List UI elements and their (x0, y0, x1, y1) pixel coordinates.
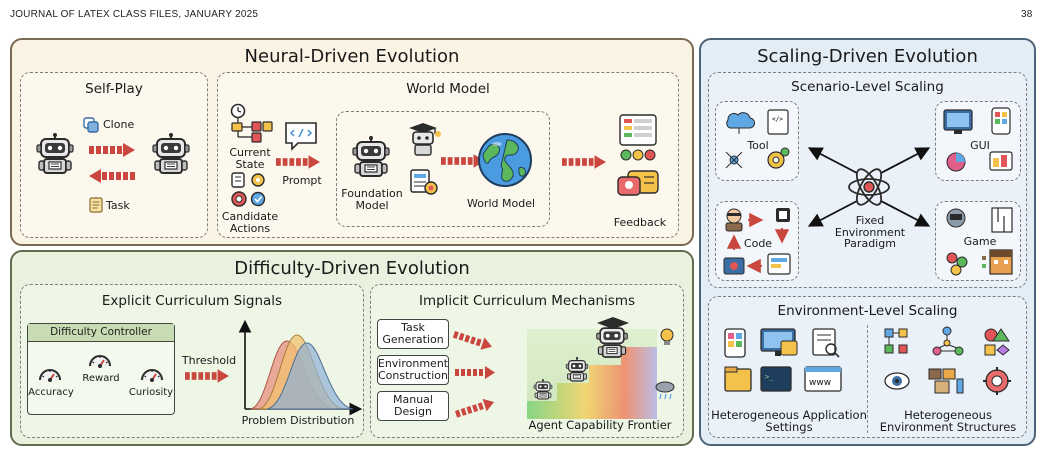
robot-clone-icon (151, 133, 191, 177)
current-state-label: Current State (229, 146, 271, 171)
feedback-label: Feedback (613, 216, 667, 229)
game-box: Game (935, 201, 1021, 281)
problem-distribution-plot (238, 319, 363, 416)
difficulty-controller-box: Difficulty Controller Accuracy Reward Cu… (27, 323, 175, 415)
scaling-driven-panel: Scaling-Driven Evolution Scenario-Level … (699, 38, 1036, 446)
fixed-environment-label: Fixed Environment Paradigm (834, 214, 906, 251)
application-settings-label: Heterogeneous Application Settings (711, 408, 867, 435)
agent-frontier-label: Agent Capability Frontier (528, 418, 672, 432)
explicit-curriculum-box: Explicit Curriculum Signals Difficulty C… (20, 284, 364, 438)
neural-driven-panel: Neural-Driven Evolution Self-Play Clone … (10, 38, 694, 246)
self-play-title: Self-Play (85, 81, 143, 97)
code-label: Code (743, 237, 773, 250)
world-model-inner-box: Foundation Model (336, 111, 550, 227)
environment-structures-label: Heterogeneous Environment Structures (879, 408, 1017, 435)
clone-label: Clone (103, 118, 135, 131)
gui-box: GUI (935, 101, 1021, 181)
difficulty-controller-title: Difficulty Controller (28, 324, 174, 342)
tool-label: Tool (747, 139, 769, 152)
reward-gauge-icon (88, 350, 112, 370)
world-model-label: World Model (466, 197, 536, 210)
scenario-level-box: Scenario-Level Scaling </> Tool (708, 72, 1027, 288)
code-icons (723, 208, 791, 275)
converging-arrows-icon (452, 331, 495, 418)
implicit-curriculum-box: Implicit Curriculum Mechanisms Task Gene… (370, 284, 684, 438)
svg-text:</>: </> (772, 116, 783, 123)
code-box: Code (715, 201, 799, 281)
gui-icons (943, 107, 1013, 172)
environment-divider (867, 325, 868, 433)
world-model-box: World Model Current State C (217, 72, 679, 238)
implicit-curriculum-title: Implicit Curriculum Mechanisms (418, 293, 635, 309)
journal-header: JOURNAL OF LATEX CLASS FILES, JANUARY 20… (10, 9, 259, 20)
robot-icon (35, 133, 75, 177)
manual-design-box: Manual Design (377, 391, 449, 421)
globe-icon (478, 133, 532, 187)
foundation-robot-icon (351, 136, 391, 180)
game-icons (946, 207, 1013, 276)
prompt-icon (285, 122, 317, 151)
neural-driven-title: Neural-Driven Evolution (244, 46, 460, 67)
prompt-label: Prompt (282, 174, 322, 187)
clone-icon (83, 117, 99, 133)
task-arrow-icon (87, 169, 137, 183)
feedback-arrow-icon (562, 155, 606, 169)
feedback-icon (617, 114, 659, 196)
curiosity-label: Curiosity (128, 387, 174, 398)
atom-icon (848, 168, 890, 206)
environment-level-title: Environment-Level Scaling (777, 303, 958, 319)
task-icon (89, 197, 103, 213)
atom-arrows-diagram (807, 147, 931, 227)
candidate-actions-label: Candidate Actions (221, 210, 279, 235)
svg-text:>_: >_ (765, 373, 774, 381)
task-label: Task (106, 199, 130, 212)
capability-frontier-illustration (527, 317, 675, 419)
game-label: Game (963, 235, 997, 248)
difficulty-driven-title: Difficulty-Driven Evolution (234, 258, 470, 279)
environment-construction-box: Environment Construction (377, 355, 449, 385)
application-settings-icons: >_ www (724, 328, 842, 392)
environment-level-box: Environment-Level Scaling >_ www Heterog… (708, 296, 1027, 438)
candidate-actions-icon (231, 172, 266, 207)
environment-structures-icons (884, 326, 1011, 395)
gui-label: GUI (970, 139, 990, 152)
page-number: 38 (1021, 9, 1033, 20)
prompt-arrow-icon (276, 155, 320, 169)
scenario-level-title: Scenario-Level Scaling (791, 79, 944, 95)
clone-arrow-icon (87, 143, 137, 157)
accuracy-gauge-icon (38, 364, 62, 384)
grad-robot-icon (409, 123, 441, 195)
self-play-box: Self-Play Clone Task (20, 72, 208, 238)
problem-distribution-label: Problem Distribution (241, 414, 355, 427)
curiosity-gauge-icon (140, 364, 164, 384)
task-generation-box: Task Generation (377, 319, 449, 349)
threshold-label: Threshold (181, 354, 237, 367)
scaling-driven-title: Scaling-Driven Evolution (757, 46, 978, 67)
threshold-arrow-icon (185, 369, 229, 383)
accuracy-label: Accuracy (28, 387, 74, 398)
foundation-model-label: Foundation Model (341, 187, 403, 212)
svg-text:www: www (809, 378, 831, 388)
explicit-curriculum-title: Explicit Curriculum Signals (101, 293, 283, 309)
reward-label: Reward (82, 373, 120, 384)
world-model-title: World Model (406, 81, 490, 97)
difficulty-driven-panel: Difficulty-Driven Evolution Explicit Cur… (10, 250, 694, 446)
state-tree-icon (230, 103, 273, 143)
tool-icons: </> (725, 109, 790, 169)
tool-box: </> Tool (715, 101, 799, 181)
